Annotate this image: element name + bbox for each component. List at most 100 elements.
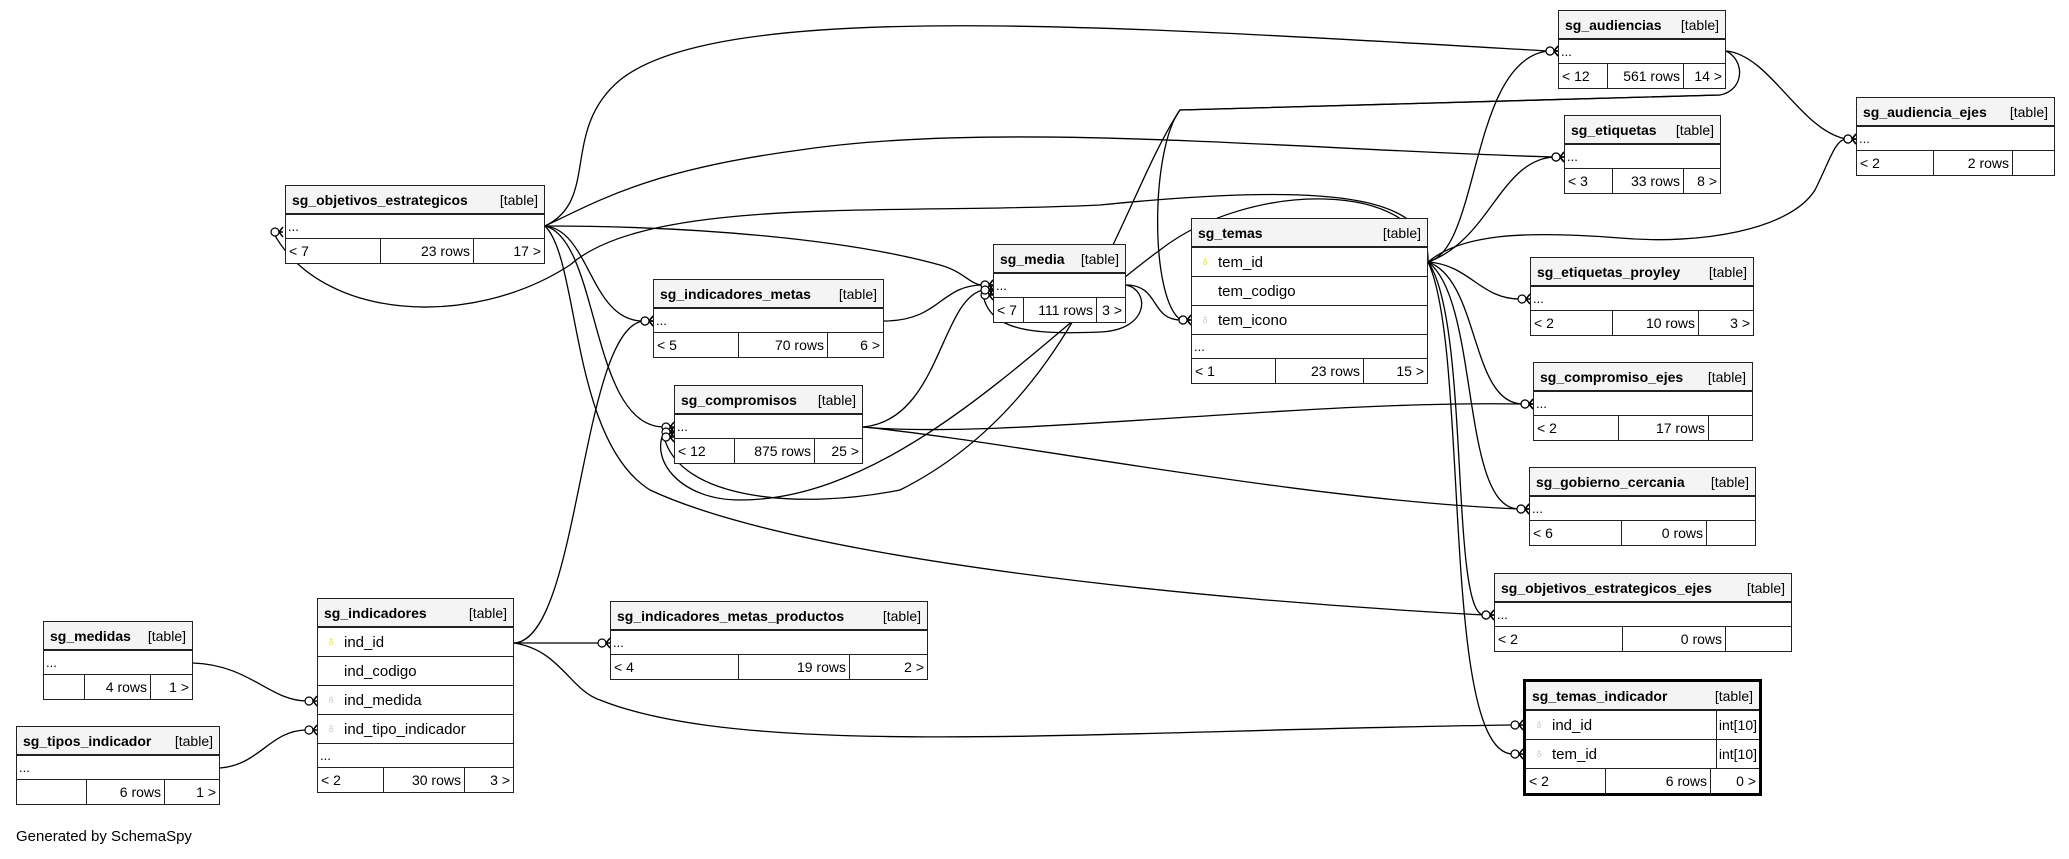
more-columns[interactable]: ... [1192,335,1427,359]
more-columns[interactable]: ... [654,309,883,333]
table-name[interactable]: sg_temas [1198,224,1263,241]
more-columns[interactable]: ... [17,756,219,780]
column-name[interactable]: tem_id [1552,745,1598,763]
table-header[interactable]: sg_media[table] [994,245,1125,274]
table-name[interactable]: sg_audiencias [1565,16,1662,33]
table-header[interactable]: sg_compromisos[table] [675,386,862,415]
table-header[interactable]: sg_medidas[table] [44,622,192,651]
table-name[interactable]: sg_compromisos [681,391,797,408]
parents-link[interactable]: < 2 [1857,151,1934,175]
table-name[interactable]: sg_etiquetas_proyley [1537,263,1681,280]
table-name[interactable]: sg_audiencia_ejes [1863,103,1987,120]
parents-link[interactable]: < 5 [654,333,739,357]
column-name[interactable]: ind_medida [344,691,422,709]
children-link[interactable]: 3 > [1730,315,1750,331]
table-header[interactable]: sg_objetivos_estrategicos[table] [286,186,544,215]
table-header[interactable]: sg_audiencia_ejes[table] [1857,98,2054,127]
table-name[interactable]: sg_gobierno_cercania [1536,473,1685,490]
column-name[interactable]: ind_codigo [344,662,417,680]
children-link[interactable]: 8 > [1697,173,1717,189]
children-link[interactable] [1707,521,1755,545]
more-columns[interactable]: ... [1495,603,1791,627]
parents-link[interactable]: < 3 [1565,169,1613,193]
more-columns[interactable]: ... [994,274,1125,298]
table-header[interactable]: sg_indicadores_metas_productos[table] [611,602,927,631]
table-header[interactable]: sg_indicadores_metas[table] [654,280,883,309]
children-link[interactable]: 14 > [1694,68,1722,84]
table-header[interactable]: sg_temas[table] [1192,219,1427,248]
children-link[interactable] [1709,416,1752,440]
children-link[interactable]: 0 > [1736,773,1756,789]
column-row[interactable]: ♀ind_tipo_indicador [318,715,513,744]
children-link[interactable]: 25 > [831,443,859,459]
table-header[interactable]: sg_compromiso_ejes[table] [1534,363,1752,392]
parents-link[interactable]: < 2 [1495,627,1623,651]
children-link[interactable]: 17 > [513,243,541,259]
parents-link[interactable]: < 12 [1559,64,1608,88]
more-columns[interactable]: ... [675,415,862,439]
column-name[interactable]: tem_icono [1218,311,1288,329]
table-name[interactable]: sg_objetivos_estrategicos [292,191,468,208]
column-name[interactable]: ind_id [1552,716,1593,734]
parents-link[interactable]: < 2 [318,768,384,792]
children-link[interactable]: 1 > [169,679,189,695]
table-header[interactable]: sg_objetivos_estrategicos_ejes[table] [1495,574,1791,603]
table-name[interactable]: sg_tipos_indicador [23,732,152,749]
parents-link[interactable]: < 2 [1526,769,1606,793]
more-columns[interactable]: ... [1559,40,1725,64]
children-link[interactable]: 3 > [490,772,510,788]
table-name[interactable]: sg_compromiso_ejes [1540,368,1684,385]
more-columns[interactable]: ... [1531,287,1753,311]
column-row[interactable]: ♀tem_id [1192,248,1427,277]
column-name[interactable]: tem_id [1218,253,1264,271]
column-name[interactable]: ind_id [344,633,385,651]
table-sg-indicadores[interactable]: sg_indicadores[table]♀ind_id ind_codigo ♀i… [317,598,514,793]
table-header[interactable]: sg_indicadores[table] [318,599,513,628]
more-columns[interactable]: ... [286,215,544,239]
more-columns[interactable]: ... [44,651,192,675]
table-name[interactable]: sg_etiquetas [1571,121,1657,138]
table-header[interactable]: sg_audiencias[table] [1559,11,1725,40]
table-name[interactable]: sg_media [1000,250,1065,267]
parents-link[interactable] [44,675,85,699]
more-columns[interactable]: ... [1857,127,2054,151]
more-columns[interactable]: ... [611,631,927,655]
table-name[interactable]: sg_indicadores_metas [660,285,811,302]
table-header[interactable]: sg_etiquetas_proyley[table] [1531,258,1753,287]
column-row[interactable]: ♀ind_id [318,628,513,657]
table-name[interactable]: sg_temas_indicador [1532,687,1668,704]
column-name[interactable]: tem_codigo [1218,282,1296,300]
more-columns[interactable]: ... [1534,392,1752,416]
children-link[interactable]: 3 > [1102,302,1122,318]
more-columns[interactable]: ... [1530,497,1755,521]
parents-link[interactable]: < 7 [286,239,381,263]
table-sg-indicadores-metas-productos[interactable]: sg_indicadores_metas_productos[table]...… [610,601,928,680]
column-name[interactable]: ind_tipo_indicador [344,720,466,738]
parents-link[interactable]: < 1 [1192,359,1276,383]
table-name[interactable]: sg_indicadores_metas_productos [617,607,845,624]
children-link[interactable]: 2 > [904,659,924,675]
table-header[interactable]: sg_tipos_indicador[table] [17,727,219,756]
children-link[interactable]: 6 > [860,337,880,353]
parents-link[interactable]: < 2 [1531,311,1613,335]
column-row[interactable]: ind_codigo [318,657,513,686]
table-header[interactable]: sg_temas_indicador[table] [1526,682,1759,711]
more-columns[interactable]: ... [318,744,513,768]
more-columns[interactable]: ... [1565,145,1720,169]
table-header[interactable]: sg_etiquetas[table] [1565,116,1720,145]
children-link[interactable] [1726,627,1791,651]
parents-link[interactable]: < 2 [1534,416,1619,440]
table-sg-objetivos-estrategicos-ejes[interactable]: sg_objetivos_estrategicos_ejes[table]...… [1494,573,1792,652]
table-name[interactable]: sg_indicadores [324,604,427,621]
